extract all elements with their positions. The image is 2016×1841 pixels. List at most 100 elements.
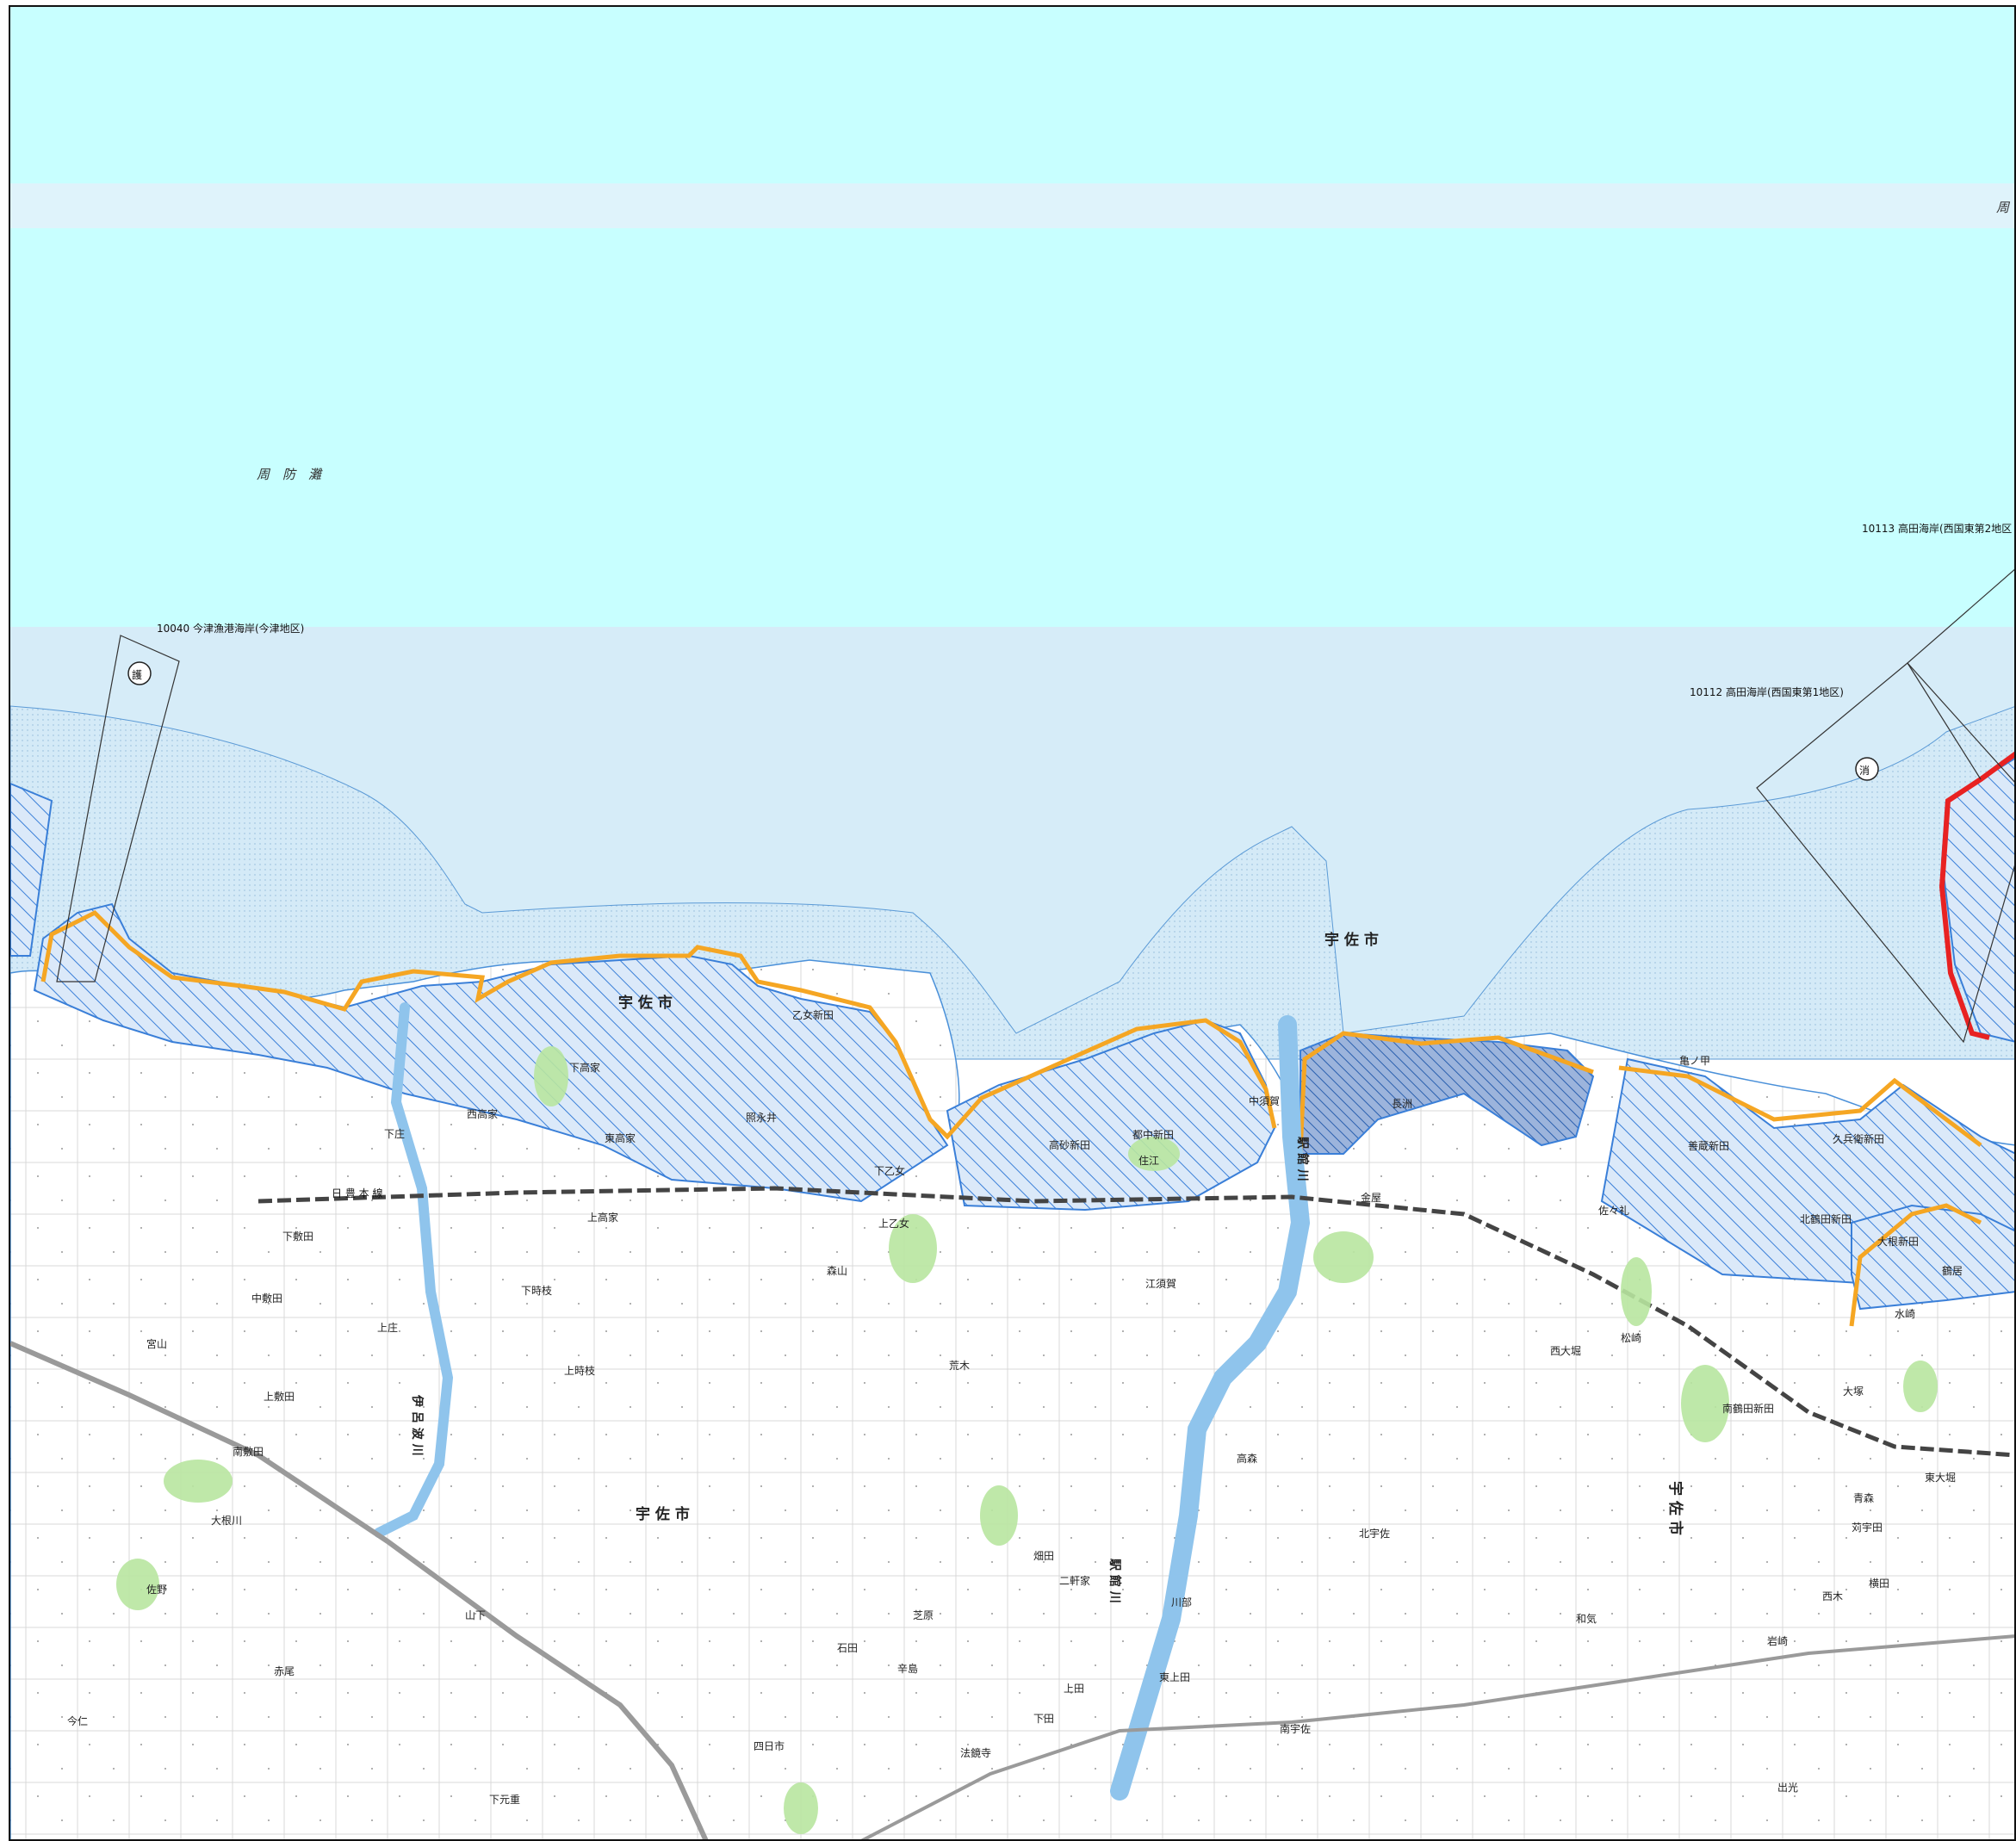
symbol-wave-absorber: 消 [1855,757,1879,781]
svg-text:大根新田: 大根新田 [1877,1235,1919,1248]
svg-text:鶴居: 鶴居 [1942,1264,1963,1277]
svg-text:荒木: 荒木 [949,1360,970,1372]
hazard-zone-port [1300,1032,1595,1155]
svg-text:森山: 森山 [827,1264,847,1277]
svg-text:下元重: 下元重 [489,1794,520,1806]
svg-text:下高家: 下高家 [569,1061,600,1074]
svg-text:西大堀: 西大堀 [1550,1344,1581,1357]
svg-text:金屋: 金屋 [1361,1191,1381,1204]
svg-text:二軒家: 二軒家 [1059,1574,1090,1587]
road-secondary [860,1634,2016,1841]
svg-text:上田: 上田 [1064,1683,1084,1695]
svg-text:山下: 山下 [465,1609,486,1621]
road-main [9,1341,709,1841]
coastline-orange [40,909,1982,1327]
svg-text:横田: 横田 [1869,1578,1889,1590]
svg-text:中敷田: 中敷田 [251,1292,282,1305]
svg-text:住江: 住江 [1138,1155,1159,1167]
river-label: 駅 館 川 [1107,1559,1122,1603]
svg-text:長洲: 長洲 [1392,1098,1412,1110]
hazard-zone-southeast [1851,1204,2016,1311]
city-label: 宇 佐 市 [1324,931,1379,949]
place-labels: 高砂新田 都中新田 住江 乙女新田 照永井 下乙女 上乙女 森山 江須賀 金屋 … [67,1008,1963,1806]
svg-text:北宇佐: 北宇佐 [1359,1528,1390,1540]
section-label-10113: 10113 高田海岸(西国東第2地区 [1862,522,2012,535]
svg-text:上敷田: 上敷田 [264,1390,295,1403]
svg-text:南敷田: 南敷田 [233,1445,264,1458]
svg-text:都中新田: 都中新田 [1132,1128,1174,1141]
svg-text:照永井: 照永井 [746,1112,777,1124]
sea-band [10,183,2016,228]
svg-text:宮山: 宮山 [146,1337,167,1350]
hazard-zone-west [33,902,949,1203]
svg-text:久兵衛新田: 久兵衛新田 [1833,1132,1884,1145]
svg-text:辛島: 辛島 [897,1662,918,1675]
railway-nippo [257,1186,2016,1458]
svg-text:西木: 西木 [1822,1590,1843,1602]
svg-text:大根川: 大根川 [211,1515,242,1527]
svg-text:東大堀: 東大堀 [1925,1471,1956,1484]
symbol-revetment: 護 [127,661,152,685]
svg-text:下田: 下田 [1033,1713,1054,1725]
vegetation [116,1046,1938,1834]
section-label-10040: 10040 今津漁港海岸(今津地区) [157,622,304,635]
svg-text:南鶴田新田: 南鶴田新田 [1722,1402,1774,1415]
river-label: 駅 館 川 [1295,1137,1310,1181]
svg-text:消: 消 [1859,765,1870,777]
svg-text:上庄: 上庄 [377,1321,398,1334]
svg-text:北鶴田新田: 北鶴田新田 [1800,1212,1852,1225]
svg-text:今仁: 今仁 [67,1714,88,1727]
svg-text:上高家: 上高家 [587,1211,618,1224]
svg-text:下敷田: 下敷田 [282,1230,313,1243]
svg-text:芝原: 芝原 [913,1609,934,1621]
map-frame [9,5,2016,1841]
svg-text:青森: 青森 [1853,1491,1874,1504]
svg-text:和気: 和気 [1576,1612,1597,1625]
svg-text:下乙女: 下乙女 [874,1164,905,1177]
svg-text:高砂新田: 高砂新田 [1049,1138,1090,1151]
section-box-10040 [56,635,180,982]
svg-text:赤尾: 赤尾 [274,1665,295,1677]
svg-text:松崎: 松崎 [1621,1332,1641,1344]
svg-text:法鏡寺: 法鏡寺 [960,1746,991,1759]
city-label: 宇 佐 市 [636,1505,690,1523]
svg-text:乙女新田: 乙女新田 [792,1008,834,1021]
svg-text:上時枝: 上時枝 [564,1364,595,1377]
svg-text:川部: 川部 [1171,1596,1192,1609]
river-label: 伊 呂 波 川 [410,1394,425,1456]
svg-text:高森: 高森 [1237,1452,1257,1465]
section-box-10112 [1756,662,2016,1044]
city-label: 宇 佐 市 [618,994,673,1012]
svg-text:亀ノ甲: 亀ノ甲 [1679,1055,1710,1067]
svg-text:水崎: 水崎 [1895,1308,1915,1320]
svg-text:中須賀: 中須賀 [1249,1094,1280,1107]
railway-label: 日 豊 本 線 [332,1187,382,1199]
svg-text:大塚: 大塚 [1843,1385,1864,1398]
svg-text:東上田: 東上田 [1159,1671,1190,1683]
svg-text:石田: 石田 [837,1642,858,1654]
svg-text:南宇佐: 南宇佐 [1280,1722,1311,1735]
svg-text:苅宇田: 苅宇田 [1852,1522,1883,1534]
svg-text:佐野: 佐野 [146,1584,167,1596]
section-line-10113b [1907,662,1982,780]
svg-text:護: 護 [132,668,142,681]
svg-text:善蔵新田: 善蔵新田 [1688,1139,1729,1152]
svg-text:佐々礼: 佐々礼 [1598,1204,1629,1217]
city-label: 宇 佐 市 [1666,1481,1684,1535]
sea-open [10,7,2016,627]
svg-text:岩崎: 岩崎 [1767,1634,1788,1647]
svg-text:下庄: 下庄 [384,1127,405,1140]
svg-text:畑田: 畑田 [1033,1550,1054,1562]
svg-text:上乙女: 上乙女 [878,1217,909,1230]
svg-text:出光: 出光 [1777,1782,1798,1794]
svg-text:江須賀: 江須賀 [1145,1278,1176,1290]
svg-text:四日市: 四日市 [754,1739,785,1752]
sea-label-east: 周 [1996,200,2011,215]
river-yakata [1110,1015,1311,1801]
sea-label-west: 周 防 灘 [257,467,323,482]
svg-text:西高家: 西高家 [467,1107,498,1120]
river-iroha [374,1002,454,1538]
section-line-10113 [1907,567,2016,664]
section-label-10112: 10112 高田海岸(西国東第1地区) [1690,685,1844,698]
